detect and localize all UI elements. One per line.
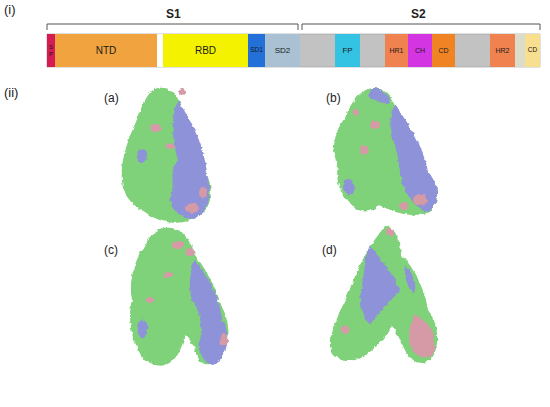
domain-label: CH: [415, 47, 425, 54]
protein-surface: [122, 88, 211, 223]
panel-label: (i): [4, 3, 16, 16]
domain-label: CD: [438, 47, 448, 54]
domain-segment: NTD: [55, 34, 157, 67]
subunit-label: S1: [166, 8, 181, 20]
domain-label: SD2: [275, 47, 291, 55]
protein-surface: [334, 88, 437, 215]
domain-segment: CD: [432, 34, 455, 67]
domain-label: FP: [342, 47, 352, 55]
domain-segment: CH: [408, 34, 432, 67]
panel-label: (d): [322, 244, 337, 256]
domain-label: HR2: [495, 47, 509, 54]
s1-bracket: [47, 24, 298, 30]
linker-segment: [515, 34, 525, 67]
domain-label: SD1: [250, 47, 263, 54]
domain-bar: [47, 34, 540, 67]
panel-label: (c): [104, 244, 118, 256]
domain-label: HR1: [389, 47, 403, 54]
panel-label: (ii): [4, 86, 18, 99]
domain-segment: SD1: [248, 34, 265, 67]
domain-label: RBD: [195, 46, 216, 56]
domain-label: SP: [49, 44, 53, 57]
domain-label: NTD: [96, 46, 117, 56]
domain-label: CD: [528, 47, 537, 54]
domain-segment: CD: [525, 34, 540, 67]
domain-segment: SP: [47, 34, 55, 67]
domain-segment: FP: [335, 34, 360, 67]
domain-segment: SD2: [265, 34, 300, 67]
protein-surface: [330, 226, 437, 363]
domain-segment: HR1: [385, 34, 408, 67]
panel-label: (a): [104, 92, 119, 104]
panel-label: (b): [326, 92, 341, 104]
domain-segment: HR2: [490, 34, 515, 67]
subunit-label: S2: [411, 8, 426, 20]
s2-bracket: [302, 24, 540, 30]
domain-segment: RBD: [163, 34, 248, 67]
protein-surface: [130, 228, 229, 366]
